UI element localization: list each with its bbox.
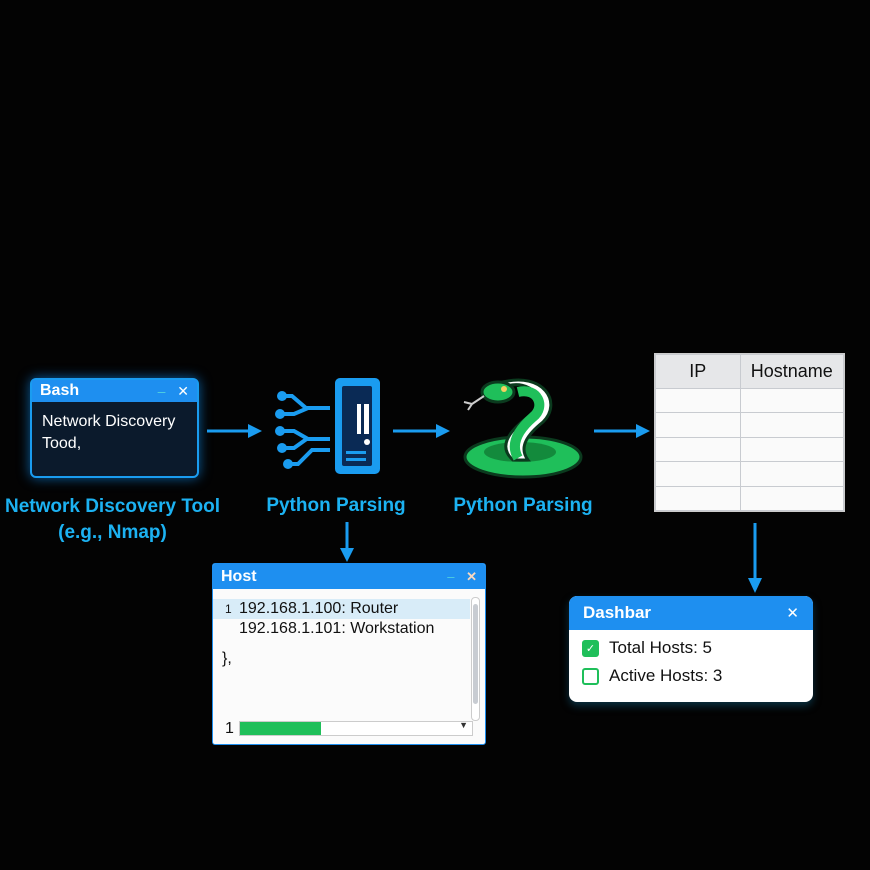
table-cell — [739, 485, 845, 512]
arrow-down — [340, 522, 354, 562]
table-cell — [655, 436, 741, 463]
bash-content: Network Discovery Tood, — [32, 402, 197, 464]
close-icon[interactable]: ✕ — [466, 568, 477, 584]
total-hosts: Total Hosts: 5 — [609, 638, 712, 657]
python-snake-icon — [463, 378, 583, 479]
dashboard-item: Active Hosts: 3 — [582, 666, 813, 686]
close-icon[interactable]: ✕ — [786, 605, 799, 622]
host-entry: 192.168.1.100: Router — [239, 600, 399, 617]
parser-label: Python Parsing — [266, 495, 406, 516]
nmap-label-line: Network Discovery Tool — [4, 496, 221, 517]
dashboard-window: Dashbar ✕ ✓ Total Hosts: 5 Active Hosts:… — [569, 596, 813, 702]
progress-fill — [240, 722, 322, 735]
checkbox-unchecked[interactable] — [582, 667, 599, 685]
table-row — [655, 485, 845, 512]
dashboard-title: Dashbar — [583, 603, 652, 622]
host-title-bar: Host – ✕ — [213, 564, 485, 589]
scrollbar[interactable] — [471, 597, 480, 721]
bash-title-bar: Bash – ✕ — [32, 380, 197, 402]
table-cell — [739, 436, 845, 463]
python-label: Python Parsing — [453, 495, 593, 516]
host-entry: 192.168.1.101: Workstation — [239, 620, 435, 637]
table-cell — [655, 387, 741, 414]
table-row — [655, 412, 845, 438]
host-window: Host – ✕ 1 192.168.1.100: Router 192.168… — [212, 563, 486, 745]
table-cell — [739, 412, 845, 438]
dashboard-title-bar: Dashbar ✕ — [569, 596, 813, 630]
arrow-down — [748, 523, 762, 593]
table-row — [655, 387, 845, 414]
arrow-right — [594, 424, 650, 438]
bash-title: Bash — [40, 382, 80, 399]
nmap-label: Network Discovery Tool (e.g., Nmap) — [0, 494, 225, 546]
arrow-right — [393, 424, 450, 438]
checkbox-checked[interactable]: ✓ — [582, 639, 599, 657]
arrow-right — [207, 424, 262, 438]
bash-text-line: Tood, — [42, 435, 82, 452]
table-cell — [739, 387, 845, 414]
nmap-label-line: (e.g., Nmap) — [58, 522, 167, 543]
dashboard-item: ✓ Total Hosts: 5 — [582, 638, 813, 658]
footer-number: 1 — [225, 720, 234, 737]
dropdown-arrow-icon[interactable]: ▼ — [459, 720, 468, 730]
scrollbar-thumb[interactable] — [473, 604, 478, 704]
bash-text-line: Network Discovery — [42, 413, 176, 430]
table-cell — [655, 461, 741, 487]
column-header-ip[interactable]: IP — [655, 354, 741, 389]
table-row — [655, 436, 845, 463]
column-header-hostname[interactable]: Hostname — [739, 354, 845, 389]
table-cell — [739, 461, 845, 487]
active-hosts: Active Hosts: 3 — [609, 666, 723, 685]
progress-bar[interactable]: ▼ — [239, 720, 473, 736]
minimize-icon[interactable]: – — [157, 382, 166, 399]
table-cell — [655, 485, 741, 512]
hosts-table: IP Hostname — [654, 353, 845, 512]
host-closing: }, — [222, 650, 232, 667]
host-line: 1 192.168.1.100: Router — [213, 599, 485, 619]
line-number: 1 — [225, 602, 232, 616]
table-cell — [655, 412, 741, 438]
bash-window: Bash – ✕ Network Discovery Tood, — [30, 378, 199, 478]
host-title: Host — [221, 567, 257, 585]
minimize-icon[interactable]: – — [447, 568, 455, 584]
close-icon[interactable]: ✕ — [177, 382, 189, 399]
parser-server-icon — [275, 378, 380, 474]
table-row — [655, 461, 845, 487]
